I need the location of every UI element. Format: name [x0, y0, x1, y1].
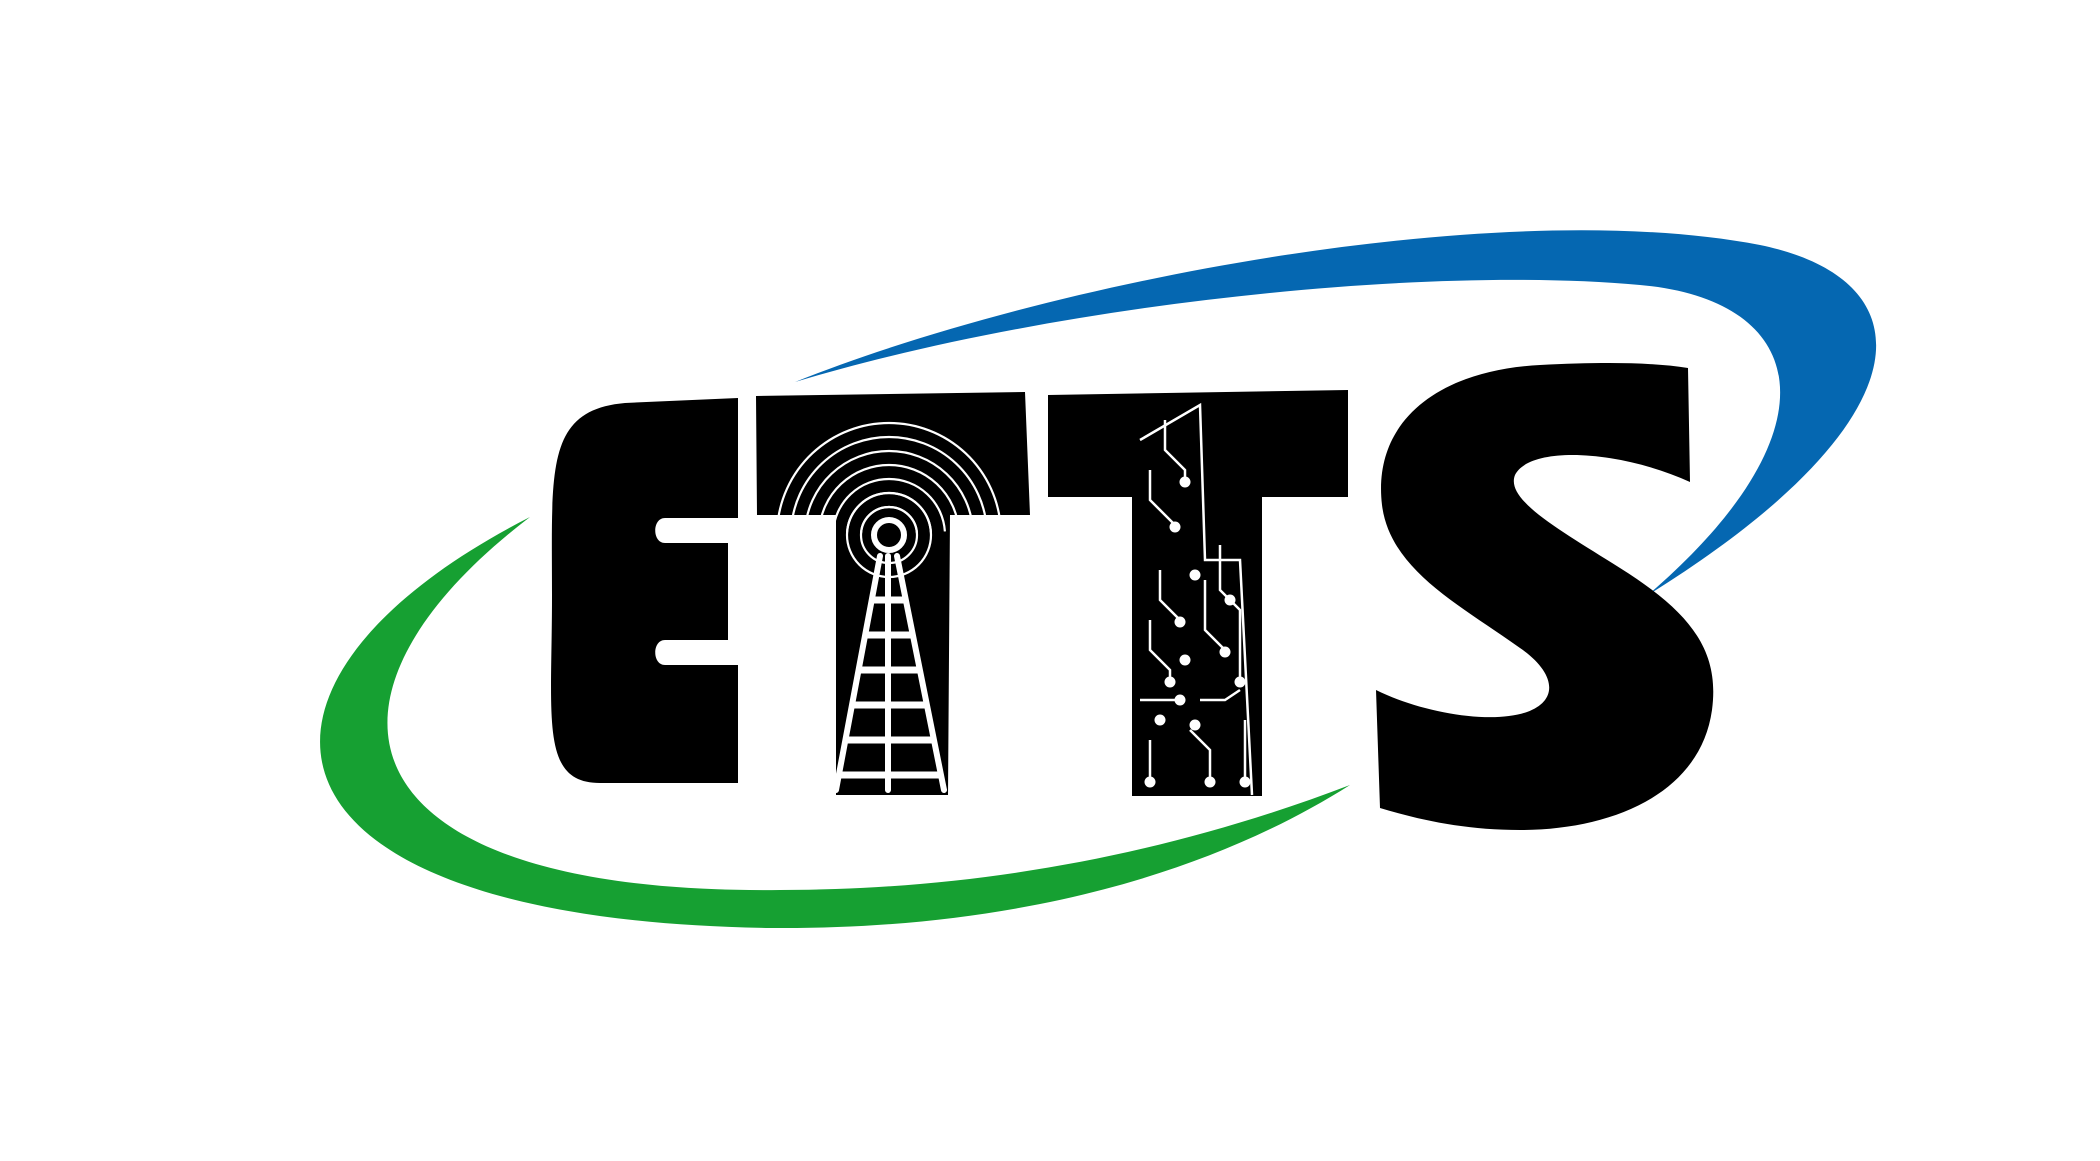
- wave-arc: [818, 463, 960, 531]
- circuit-pad: [1144, 776, 1156, 788]
- circuit-pad: [1174, 616, 1186, 628]
- circuit-pad: [1234, 676, 1246, 688]
- circuit-trace: [1148, 620, 1172, 680]
- letter-s-icon: [1376, 363, 1714, 830]
- circuit-trace: [1163, 420, 1187, 480]
- wave-arc: [804, 449, 974, 530]
- circuit-board-t-icon: [1048, 390, 1348, 796]
- circuit-pad: [1179, 654, 1191, 666]
- wave-arc: [790, 435, 988, 529]
- circuit-pad: [1179, 476, 1191, 488]
- circuit-pad: [1164, 676, 1176, 688]
- circuit-pad: [1154, 714, 1166, 726]
- circuit-pad: [1174, 694, 1186, 706]
- blue-swoosh-icon: [795, 230, 1877, 596]
- circuit-trace: [1189, 729, 1212, 780]
- circuit-pad: [1189, 569, 1201, 581]
- wave-arc: [776, 421, 1002, 529]
- circuit-pad: [1204, 776, 1216, 788]
- circuit-trace: [1158, 570, 1181, 621]
- circuit-pad: [1189, 719, 1201, 731]
- radio-tower-t-icon: [756, 392, 1030, 795]
- circuit-trace: [1203, 580, 1226, 651]
- wave-arc: [832, 477, 946, 532]
- circuit-pad: [1239, 776, 1251, 788]
- circuit-pad: [1169, 521, 1181, 533]
- circuit-trace: [1148, 470, 1176, 526]
- circuit-trace: [1200, 688, 1241, 702]
- circuit-pad: [1219, 646, 1231, 658]
- letter-e-icon: [551, 398, 738, 783]
- circuit-pad: [1224, 594, 1236, 606]
